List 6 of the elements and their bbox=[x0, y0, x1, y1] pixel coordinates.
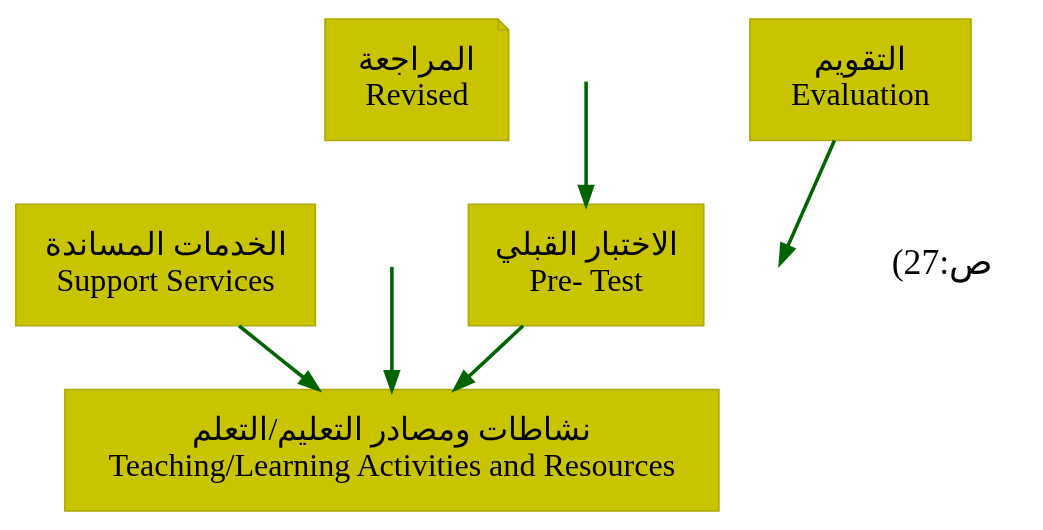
label: (27:ص bbox=[891, 241, 994, 282]
arrow bbox=[577, 81, 595, 210]
arrow bbox=[778, 139, 837, 268]
arrow bbox=[237, 324, 323, 393]
arrow bbox=[451, 324, 525, 393]
arrow bbox=[383, 266, 401, 395]
